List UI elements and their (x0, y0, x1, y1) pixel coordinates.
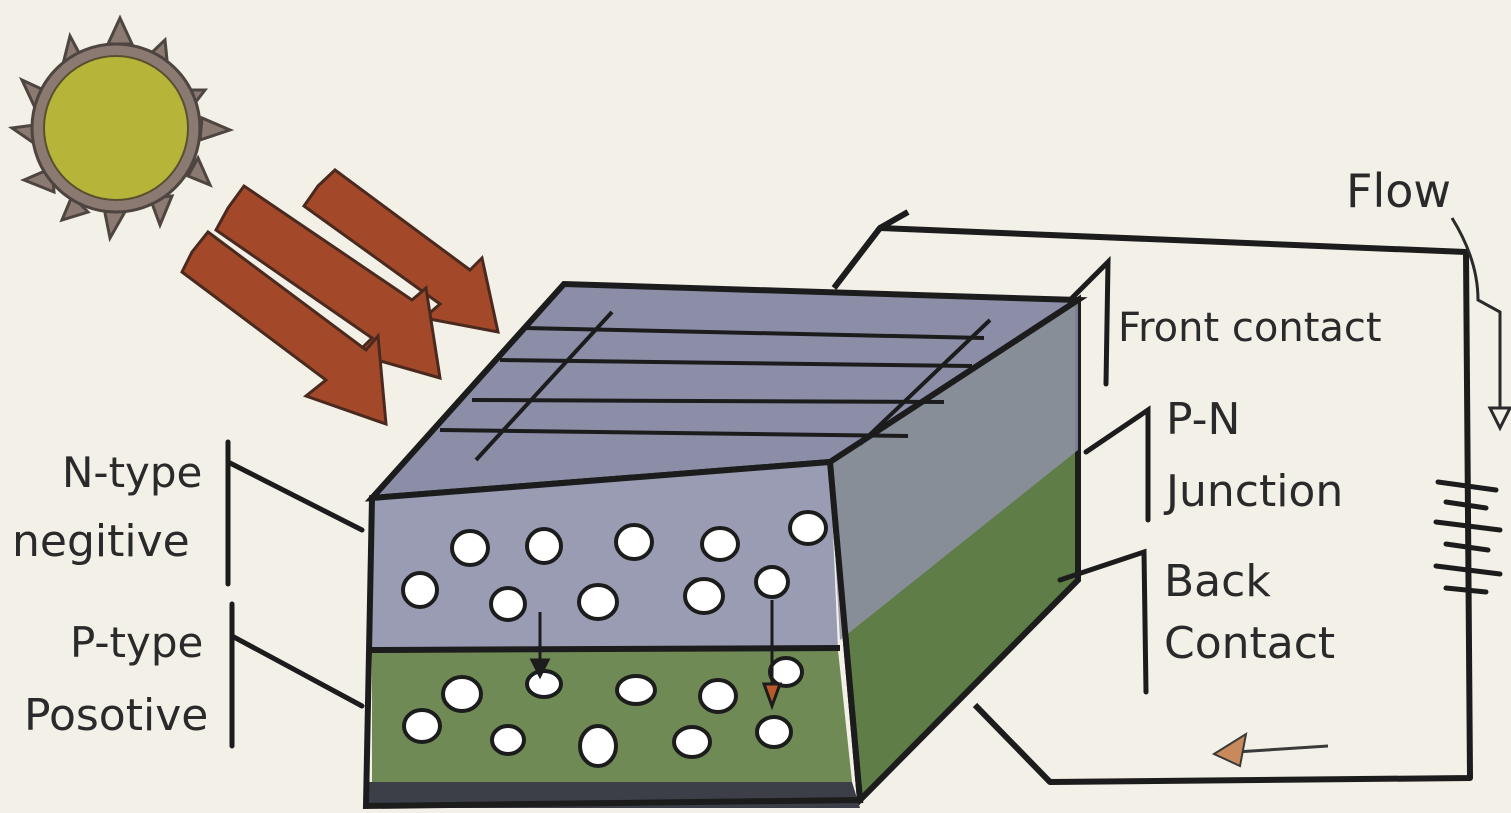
solar-cell-block (366, 284, 1078, 808)
back-contact-label-line2: Contact (1164, 622, 1335, 666)
n-type-label-line2: negitive (12, 520, 190, 564)
pn-junction-label-line1: P-N (1166, 398, 1240, 442)
back-contact-label-line1: Back (1164, 560, 1271, 604)
junction-line (372, 648, 840, 650)
flow-label: Flow (1346, 168, 1451, 214)
sunlight-arrows (182, 170, 498, 424)
current-arrow-icon (1214, 734, 1328, 766)
n-type-label-line1: N-type (62, 452, 202, 494)
front-contact-label: Front contact (1118, 308, 1382, 348)
p-type-label-line1: P-type (70, 622, 203, 664)
pn-junction-label-line2: Junction (1166, 470, 1343, 514)
sun-icon (12, 18, 230, 238)
p-type-label-line2: Posotive (24, 694, 208, 738)
